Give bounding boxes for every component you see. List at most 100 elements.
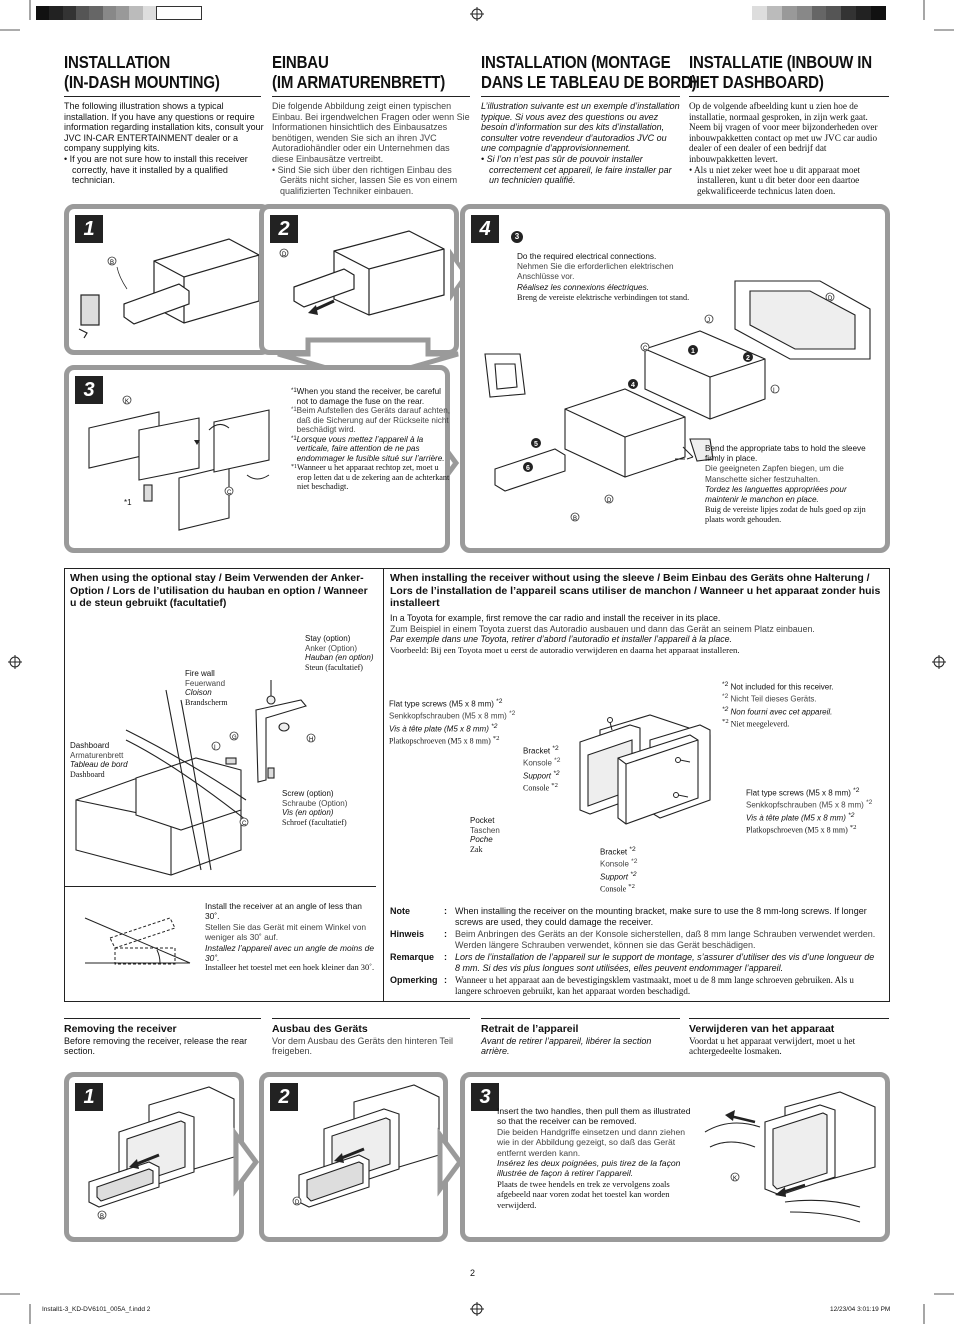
step3-mark-en: *1 xyxy=(291,388,297,394)
header-nl-line1: INSTALLATIE (INBOUW IN xyxy=(689,52,872,72)
note-key-de: Hinweis xyxy=(390,929,425,939)
note-colon-fr: : xyxy=(444,952,447,962)
bracket-de-bottom: Konsole xyxy=(600,859,629,869)
removing-nl: Verwijderen van het apparaat Voordat u h… xyxy=(689,1023,889,1057)
removing-text-en: Before removing the receiver, release th… xyxy=(64,1035,248,1057)
flat-nl-right: Platkopschroeven (M5 x 8 mm) xyxy=(746,825,848,835)
arrow-right-icon xyxy=(450,248,469,302)
intro-nl-text: Op de volgende afbeelding kunt u zien ho… xyxy=(689,101,878,164)
sleeve-removal-illustration: B xyxy=(78,238,260,339)
step3-note-en: When you stand the receiver, be careful … xyxy=(296,387,441,406)
mark2-flat-en-left: *2 xyxy=(496,698,503,705)
step4-bend-fr: Tordez les languettes appropriées pour m… xyxy=(705,484,847,505)
letter-k-icon: K xyxy=(125,399,129,405)
angle-note-en: Install the receiver at an angle of less… xyxy=(205,901,362,922)
handles-fr: Insérez les deux poignées, puis tirez de… xyxy=(497,1158,681,1179)
pocket-en: Pocket xyxy=(470,816,495,825)
bracket-nl-top: Console xyxy=(523,783,550,793)
letter-c-icon: C xyxy=(227,490,232,496)
flat-en-right: Flat type screws (M5 x 8 mm) xyxy=(746,788,851,798)
bracket-nl-bottom: Console xyxy=(600,884,627,894)
options-box xyxy=(64,568,890,1002)
registration-mark-left-icon xyxy=(8,655,22,669)
letter-d-icon: D xyxy=(282,252,287,258)
callout-star1: *1 xyxy=(124,498,132,507)
intro-de: Die folgende Abbildung zeigt einen typis… xyxy=(272,101,472,196)
step-panel-2: 2 D xyxy=(259,204,459,355)
bracket-mounting-illustration xyxy=(579,714,711,825)
circled-number-2: 2 xyxy=(746,355,750,362)
step4-en: Do the required electrical connections. xyxy=(517,252,657,261)
mark2-ni-fr: *2 xyxy=(722,705,729,713)
header-fr: INSTALLATION (MONTAGE DANS LE TABLEAU DE… xyxy=(481,52,697,92)
letter-b-icon: B xyxy=(100,1214,104,1220)
options-divider xyxy=(383,568,384,1002)
firewall-label-en: Fire wall xyxy=(185,669,215,678)
registration-mark-right-icon xyxy=(932,655,946,669)
note-text-en: When installing the receiver on the moun… xyxy=(455,906,867,927)
note-colon-nl: : xyxy=(444,975,447,985)
bracket-fr-bottom: Support xyxy=(600,872,629,882)
angle-note-de: Stellen Sie das Gerät mit einem Winkel v… xyxy=(205,921,367,943)
mark2-flat-de-right: *2 xyxy=(866,799,873,807)
removing-fr: Retrait de l’appareil Avant de retirer l… xyxy=(481,1023,681,1057)
footer-file-name: Install1-3_KD-DV6101_005A_f.indd 2 xyxy=(42,1306,151,1313)
svg-text:I: I xyxy=(773,388,775,394)
intro-nl-bullet: Als u niet zeker weet hoe u dit apparaat… xyxy=(694,164,861,196)
color-bar-empty-left xyxy=(156,6,202,20)
pocket-nl: Zak xyxy=(470,844,483,854)
stay-label-de: Anker (Option) xyxy=(305,643,358,653)
step4-connection-note: Do the required electrical connections. … xyxy=(517,252,697,303)
svg-text:B: B xyxy=(573,516,577,522)
header-nl-line2: HET DASHBOARD) xyxy=(689,72,824,92)
firewall-label-fr: Cloison xyxy=(185,688,212,698)
mark2-flat-fr-left: *2 xyxy=(491,722,498,730)
intro-nl: Op de volgende afbeelding kunt u zien ho… xyxy=(689,101,889,196)
removing-text-fr: Avant de retirer l’appareil, libérer la … xyxy=(481,1035,652,1057)
flat-de-left: Senkkopfschrauben (M5 x 8 mm) xyxy=(389,711,507,721)
header-fr-line1: INSTALLATION (MONTAGE xyxy=(481,52,671,72)
mark2-bracket-fr-bottom: *2 xyxy=(630,870,637,878)
arrow-right-icon xyxy=(437,1127,464,1197)
header-en-line1: INSTALLATION xyxy=(64,52,171,72)
remove-step-number-3: 3 xyxy=(471,1083,499,1111)
removing-title-en: Removing the receiver xyxy=(64,1023,177,1035)
step-number-2: 2 xyxy=(270,215,298,243)
dashboard-label: Dashboard Armaturenbrett Tableau de bord… xyxy=(70,741,128,779)
registration-mark-top-icon xyxy=(470,7,484,21)
svg-text:I: I xyxy=(214,745,216,751)
remove-front-panel-illustration: B xyxy=(88,1086,235,1220)
svg-text:C: C xyxy=(242,821,247,827)
intro-fr-bullet: Si l’on n’est pas sûr de pouvoir install… xyxy=(486,153,672,186)
footer-timestamp: 12/23/04 3:01:19 PM xyxy=(830,1306,891,1313)
bracket-en-bottom: Bracket xyxy=(600,847,628,857)
arrow-right-icon xyxy=(233,1127,260,1197)
intro-de-bullet: Sind Sie sich über den richtigen Einbau … xyxy=(277,164,458,196)
dashboard-mounting-illustration: 1 2 4 5 6 J D C I D B xyxy=(484,280,871,522)
screw-label-fr: Vis (en option) xyxy=(282,808,334,818)
dashboard-label-fr: Tableau de bord xyxy=(70,760,128,770)
flat-en-left: Flat type screws (M5 x 8 mm) xyxy=(389,699,494,709)
flat-fr-right: Vis à tête plate (M5 x 8 mm) xyxy=(746,813,846,823)
dashboard-label-de: Armaturenbrett xyxy=(70,750,124,760)
remove-panel-3: 3 Insert the two handles, then pull them… xyxy=(460,1072,890,1242)
step3-note-fr: Lorsque vous mettez l’appareil à la vert… xyxy=(296,434,445,463)
svg-text:H: H xyxy=(309,737,313,743)
firewall-label: Fire wall Feuerwand Cloison Brandscherm xyxy=(185,669,228,707)
color-bar-right xyxy=(752,6,887,20)
mark2-flat-nl-left: *2 xyxy=(492,734,500,742)
angle-note: Install the receiver at an angle of less… xyxy=(205,901,375,974)
header-de-line2: (IM ARMATURENBRETT) xyxy=(272,72,446,92)
remove-panel-illustration: D xyxy=(292,1084,440,1208)
bracket-label-top: Bracket *2 Konsole *2 Support *2 Console… xyxy=(523,744,560,793)
note-key-nl: Opmerking xyxy=(390,975,438,985)
note-colon-en: : xyxy=(444,906,447,916)
flat-screws-label-left: Flat type screws (M5 x 8 mm) *2 Senkkopf… xyxy=(389,697,515,746)
pocket-fr: Poche xyxy=(470,835,493,845)
mark2-bracket-nl-bottom: *2 xyxy=(628,882,635,890)
mark2-bracket-fr-top: *2 xyxy=(553,769,560,777)
screw-label-en: Screw (option) xyxy=(282,789,334,798)
step-number-1: 1 xyxy=(75,215,103,243)
removing-title-de: Ausbau des Geräts xyxy=(272,1023,368,1035)
not-included-de: Nicht Teil dieses Geräts. xyxy=(730,694,817,704)
